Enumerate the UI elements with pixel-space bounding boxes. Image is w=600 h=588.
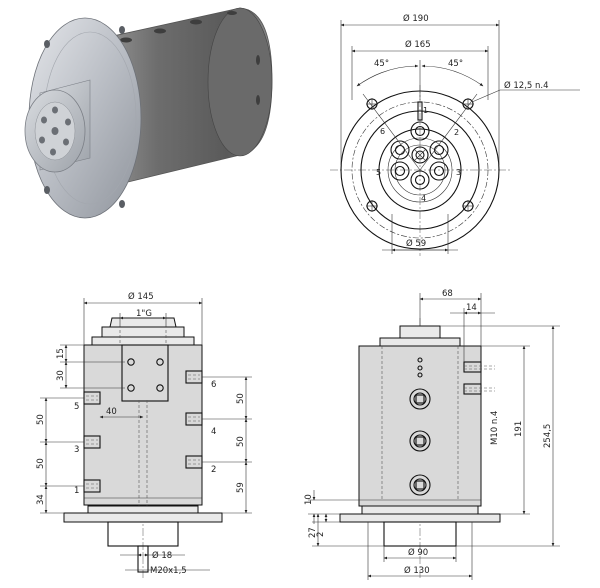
dim-10: 10: [304, 494, 314, 505]
side-view: Ø 145 1"G 15 30 50 50 34 40: [36, 291, 252, 580]
dim-dia-59: Ø 59: [406, 238, 426, 249]
front-view: 1 2 3 4 5 6 Ø 190 Ø 165 45° 45° Ø 12,5 n…: [330, 13, 580, 256]
side-port-6: 6: [211, 380, 216, 390]
side-port-5: 5: [74, 402, 79, 412]
dim-14: 14: [466, 303, 477, 313]
rear-side-holes: [463, 361, 495, 395]
dim-191: 191: [514, 421, 524, 437]
dim-30: 30: [56, 370, 66, 381]
front-port-4: 4: [421, 194, 426, 203]
front-ports: [390, 121, 449, 190]
render-flange-holes: [44, 26, 125, 208]
dim-27: 27: [308, 527, 318, 538]
dim-angle-right: 45°: [448, 59, 463, 69]
dim-dia-90: Ø 90: [408, 547, 428, 558]
side-port-1: 1: [74, 486, 79, 496]
dim-thread-g: 1"G: [136, 309, 152, 319]
front-port-3: 3: [456, 168, 461, 177]
dim-15: 15: [56, 348, 66, 359]
dim-angle-left: 45°: [374, 59, 389, 69]
side-body: [83, 344, 203, 506]
rear-ports: [409, 388, 431, 496]
dim-68: 68: [442, 289, 453, 299]
dim-dia-18: Ø 18: [152, 550, 172, 561]
side-port-4: 4: [211, 427, 216, 437]
dim-left-50a: 50: [36, 414, 46, 425]
front-port-6: 6: [380, 127, 385, 136]
side-port-3: 3: [74, 445, 79, 455]
render-hub-ports: [39, 106, 71, 156]
side-port-2: 2: [211, 465, 216, 475]
dim-dia-130: Ø 130: [404, 565, 430, 576]
dim-thread-m: M20x1,5: [150, 566, 187, 576]
dim-right-50b: 50: [236, 436, 246, 447]
dim-left-50b: 50: [36, 458, 46, 469]
dim-dia-190: Ø 190: [403, 13, 429, 24]
dim-254: 254,5: [543, 424, 553, 448]
rear-view: 68 14 M10 n.4 191 254,5 10 27 2: [304, 289, 560, 580]
front-port-5: 5: [376, 168, 381, 177]
dim-2: 2: [316, 532, 326, 537]
front-port-2: 2: [454, 128, 459, 137]
dim-59: 59: [236, 482, 246, 493]
dim-dia-165: Ø 165: [405, 39, 431, 50]
dim-thread-ports: M10 n.4: [490, 411, 500, 445]
render-body-end: [207, 7, 273, 157]
dim-34: 34: [36, 494, 46, 505]
dim-holes: Ø 12,5 n.4: [504, 80, 549, 91]
product-render: [24, 7, 273, 219]
dim-40: 40: [106, 407, 117, 417]
dim-right-50a: 50: [236, 393, 246, 404]
front-port-1: 1: [423, 106, 428, 115]
dim-dia-145: Ø 145: [128, 291, 154, 302]
render-ports: [120, 11, 260, 105]
front-bolt-holes: [366, 98, 474, 212]
